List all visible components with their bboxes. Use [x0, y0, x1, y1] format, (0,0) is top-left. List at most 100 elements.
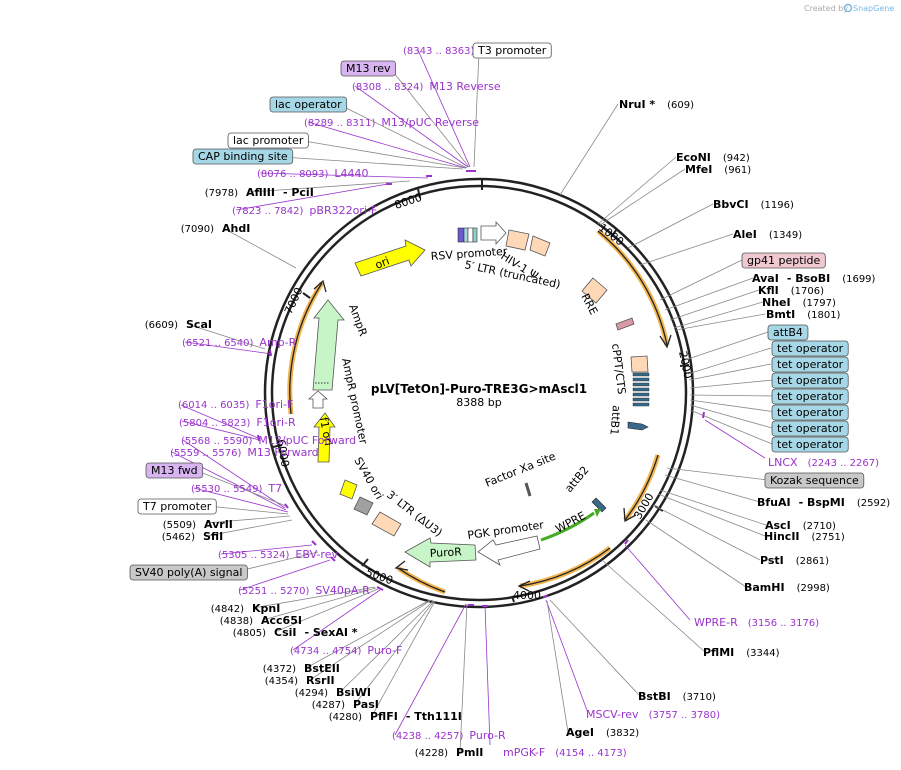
pasi-label: PasI — [353, 698, 379, 711]
mpgk-f-label: mPGK-F — [503, 746, 545, 759]
avai-label-second: - BsoBI — [787, 272, 830, 285]
tet-operator-label-box — [771, 420, 849, 437]
lncx-label: LNCX — [768, 456, 798, 469]
bfuai-label-position: (2592) — [857, 498, 890, 509]
lac-features — [457, 227, 478, 243]
t7-label: T7 — [267, 482, 282, 495]
ori-arrow — [354, 239, 426, 277]
bsiwi-label-position: (4294) — [295, 688, 328, 699]
m13-puc-forward-label-range: (5568 .. 5590) — [181, 436, 253, 447]
rsrii-label: RsrII — [306, 674, 335, 687]
snapgene-logo-icon — [843, 3, 853, 13]
bamhi-label-position: (2998) — [797, 583, 830, 594]
agei-label-position: (3832) — [606, 728, 639, 739]
feature-label: ori — [373, 254, 391, 271]
bamhi-label: BamHI — [744, 581, 785, 594]
acc65i-label: Acc65I — [261, 614, 302, 627]
puro-f-label-range: (4734 .. 4754) — [290, 646, 362, 657]
tet-operator-label: tet operator — [777, 438, 844, 451]
pflmi-label-position: (3344) — [746, 648, 779, 659]
pflmi-label: PflMI — [703, 646, 734, 659]
hincii-label: HincII — [764, 530, 800, 543]
amp-r-label-range: (6521 .. 6540) — [182, 338, 254, 349]
kpni-label: KpnI — [252, 602, 280, 615]
econi-label-position: (942) — [723, 153, 750, 164]
hincii-label-position: (2751) — [812, 532, 845, 543]
tet-operator-label: tet operator — [777, 406, 844, 419]
tet-operator-label: tet operator — [777, 390, 844, 403]
mpgk-f-label-range: (4154 .. 4173) — [555, 748, 627, 759]
bbvci-label-position: (1196) — [761, 200, 794, 211]
pflfi-label-position: (4280) — [329, 712, 362, 723]
f1ori-f-label: F1ori-F — [255, 398, 293, 411]
wpre-arrow — [540, 511, 595, 542]
cppt-box — [630, 355, 649, 373]
plasmid-length: 8388 bp — [456, 396, 501, 409]
sv40pa-r-label: SV40pA-R — [315, 584, 370, 597]
bsteii-label-position: (4372) — [263, 664, 296, 675]
alei-label: AleI — [733, 228, 757, 241]
attb1-arrow — [627, 421, 649, 431]
pmli-label: PmlI — [456, 746, 483, 759]
tet-operator-label-box — [771, 404, 849, 421]
m13-reverse-label: M13 Reverse — [429, 80, 500, 93]
afliii-label-position: (7978) — [205, 188, 238, 199]
feature-label: cPPT/CTS — [609, 343, 628, 395]
ampr-arrow — [312, 299, 345, 391]
acc65i-label-position: (4838) — [220, 616, 253, 627]
bstbi-label-position: (3710) — [683, 692, 716, 703]
nhei-label-position: (1797) — [803, 298, 836, 309]
csii-label-position: (4805) — [233, 628, 266, 639]
ahdi-label-position: (7090) — [181, 224, 214, 235]
attb4-label: attB4 — [773, 326, 803, 339]
mfei-label: MfeI — [685, 163, 712, 176]
feature-label: AmpR promoter — [339, 357, 370, 446]
primer-marks — [257, 170, 705, 607]
tet-operator-label: tet operator — [777, 342, 844, 355]
wpre-head — [594, 509, 601, 517]
lac-promoter-label-box — [227, 132, 309, 149]
feature-label: RSV promoter — [430, 245, 508, 263]
avai-label: AvaI — [752, 272, 779, 285]
mfei-label-position: (961) — [724, 165, 751, 176]
tet-operator-label: tet operator — [777, 374, 844, 387]
sv40-poly-a-signal-label: SV40 poly(A) signal — [135, 566, 242, 579]
f1-ori-arrow — [313, 412, 336, 463]
bfuai-label-second: - BspMI — [799, 496, 845, 509]
rsrii-label-position: (4354) — [265, 676, 298, 687]
puror-arrow — [404, 537, 477, 568]
tet-operators — [632, 372, 650, 407]
cap-binding-site-label-box — [192, 148, 294, 165]
feature-label: Factor Xa site — [483, 450, 557, 490]
ltr3-box — [371, 511, 402, 537]
m13-forward-label: M13 Forward — [247, 446, 318, 459]
m13-reverse-label-range: (8308 .. 8324) — [352, 82, 424, 93]
feature-label: attB2 — [562, 464, 591, 495]
psti-label-position: (2861) — [796, 556, 829, 567]
bar-arrows — [289, 230, 672, 593]
bmti-label-position: (1801) — [807, 310, 840, 321]
feature-label: attB1 — [607, 405, 623, 436]
pflfi-label-second: - Tth111I — [406, 710, 462, 723]
f1ori-f-label-range: (6014 .. 6035) — [178, 400, 250, 411]
nrui--label: NruI * — [619, 98, 655, 111]
backbone — [263, 177, 695, 609]
ebv-rev-label-range: (5305 .. 5324) — [218, 550, 290, 561]
avai-label-position: (1699) — [842, 274, 875, 285]
m13-puc-forward-label: M13/pUC Forward — [258, 434, 356, 447]
tet-operator-label-box — [771, 436, 849, 453]
econi-label: EcoNI — [676, 151, 711, 164]
bmti-label: BmtI — [766, 308, 795, 321]
afliii-label: AflIII — [246, 186, 275, 199]
tet-operator-label-box — [771, 372, 849, 389]
brand-name: SnapGene — [853, 4, 894, 13]
lac-promoter-label: lac promoter — [233, 134, 304, 147]
kpni-label-position: (4842) — [211, 604, 244, 615]
csii-label-second: - SexAI * — [304, 626, 357, 639]
puro-r-label: Puro-R — [469, 729, 506, 742]
sv40pa-r-label-range: (5251 .. 5270) — [238, 586, 310, 597]
puro-r-label-range: (4238 .. 4257) — [392, 731, 464, 742]
pbr322ori-f-label-range: (7823 .. 7842) — [232, 206, 304, 217]
tick-label: 6000 — [274, 438, 292, 468]
pflfi-label: PflFI — [370, 710, 398, 723]
